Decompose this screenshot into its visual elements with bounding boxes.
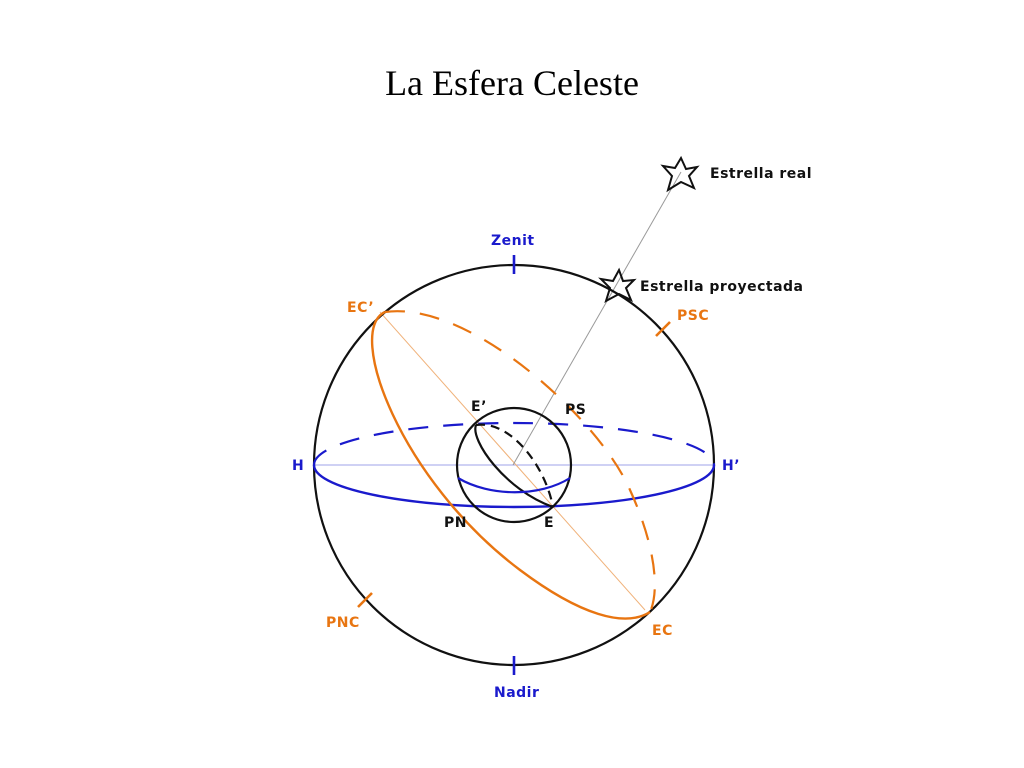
nadir-label: Nadir — [494, 685, 539, 701]
star-real-label: Estrella real — [710, 166, 812, 182]
horizon-back-arc — [312, 421, 716, 466]
star-outline-icon — [598, 267, 637, 304]
psc-label: PSC — [677, 308, 709, 324]
e-prime-label: E’ — [471, 399, 487, 415]
h-prime-label: H’ — [722, 458, 740, 474]
horizon-front-arc — [312, 464, 716, 509]
inner-sphere-outline — [455, 406, 573, 524]
ps-label: PS — [565, 402, 586, 418]
h-label: H — [292, 458, 304, 474]
star-ray-line — [512, 171, 682, 466]
star-outline-icon — [660, 155, 700, 193]
ecliptic-front-arc — [370, 310, 651, 620]
pn-label: PN — [444, 515, 467, 531]
zenit-label: Zenit — [491, 233, 535, 249]
inner-horizon-arc — [457, 477, 571, 494]
inner-equator-front-arc — [474, 424, 554, 509]
pnc-label: PNC — [326, 615, 360, 631]
star-projected-label: Estrella proyectada — [640, 279, 803, 295]
ecliptic-back-arc — [384, 310, 656, 613]
pnc-tick — [357, 592, 373, 608]
e-label: E — [544, 515, 554, 531]
ecliptic-axis-line — [379, 311, 646, 611]
page-title: La Esfera Celeste — [385, 63, 639, 103]
ec-label: EC — [652, 623, 673, 639]
ec-prime-label: EC’ — [347, 300, 374, 316]
inner-equator-back-arc — [475, 423, 555, 508]
psc-tick — [655, 321, 671, 337]
